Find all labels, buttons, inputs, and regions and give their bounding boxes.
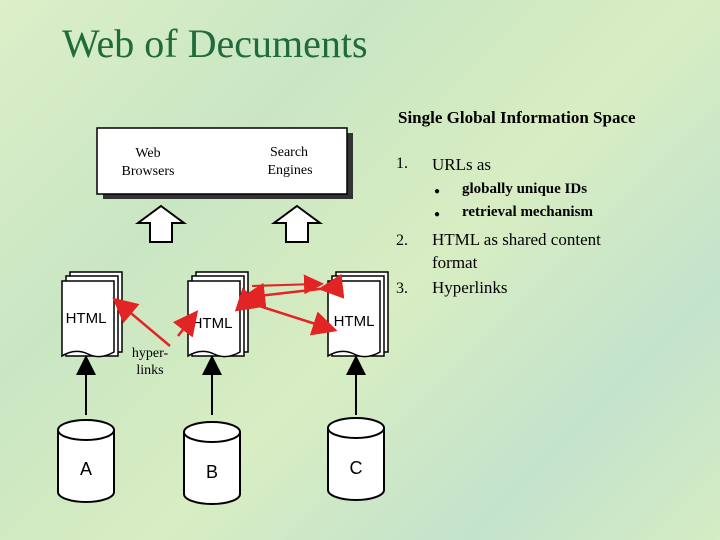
- up-arrow-icon: [134, 204, 188, 243]
- svg-text:links: links: [136, 363, 163, 378]
- slide-subtitle: Single Global Information Space: [398, 108, 636, 127]
- up-arrow-icon: [270, 204, 324, 243]
- search-engines-label: Search: [270, 145, 308, 160]
- svg-text:A: A: [80, 459, 92, 479]
- svg-text:Engines: Engines: [267, 163, 312, 178]
- list-number-1: 1.: [396, 155, 408, 172]
- database-b: B: [183, 421, 241, 505]
- bullet-icon: ●: [434, 186, 441, 197]
- html-label: HTML: [66, 310, 107, 327]
- html-document-stack: HTML: [187, 271, 249, 358]
- slide-title: Web of Decuments: [62, 21, 368, 66]
- database-c: C: [327, 417, 385, 501]
- hyperlinks-label: hyper-: [132, 346, 169, 361]
- html-document-stack: HTML: [327, 271, 389, 358]
- list-number-2: 2.: [396, 232, 408, 249]
- svg-text:C: C: [350, 458, 363, 478]
- web-browsers-label: Web: [135, 146, 160, 161]
- html-label: HTML: [334, 313, 375, 330]
- clients-box: Web Browsers Search Engines: [96, 127, 353, 199]
- sublist-item-2: retrieval mechanism: [462, 204, 593, 220]
- hyperlink-arrows: [112, 273, 345, 347]
- list-item-3: Hyperlinks: [432, 278, 508, 297]
- svg-text:B: B: [206, 462, 218, 482]
- database-a: A: [57, 419, 115, 503]
- list-item-1: URLs as: [432, 155, 492, 174]
- sublist-item-1: globally unique IDs: [462, 181, 588, 197]
- list-number-3: 3.: [396, 280, 408, 297]
- html-label: HTML: [192, 315, 233, 332]
- svg-text:Browsers: Browsers: [122, 164, 175, 179]
- list-item-2-cont: format: [432, 253, 478, 272]
- html-document-stack: HTML: [61, 271, 123, 358]
- bullet-icon: ●: [434, 209, 441, 220]
- list-item-2: HTML as shared content: [432, 230, 601, 249]
